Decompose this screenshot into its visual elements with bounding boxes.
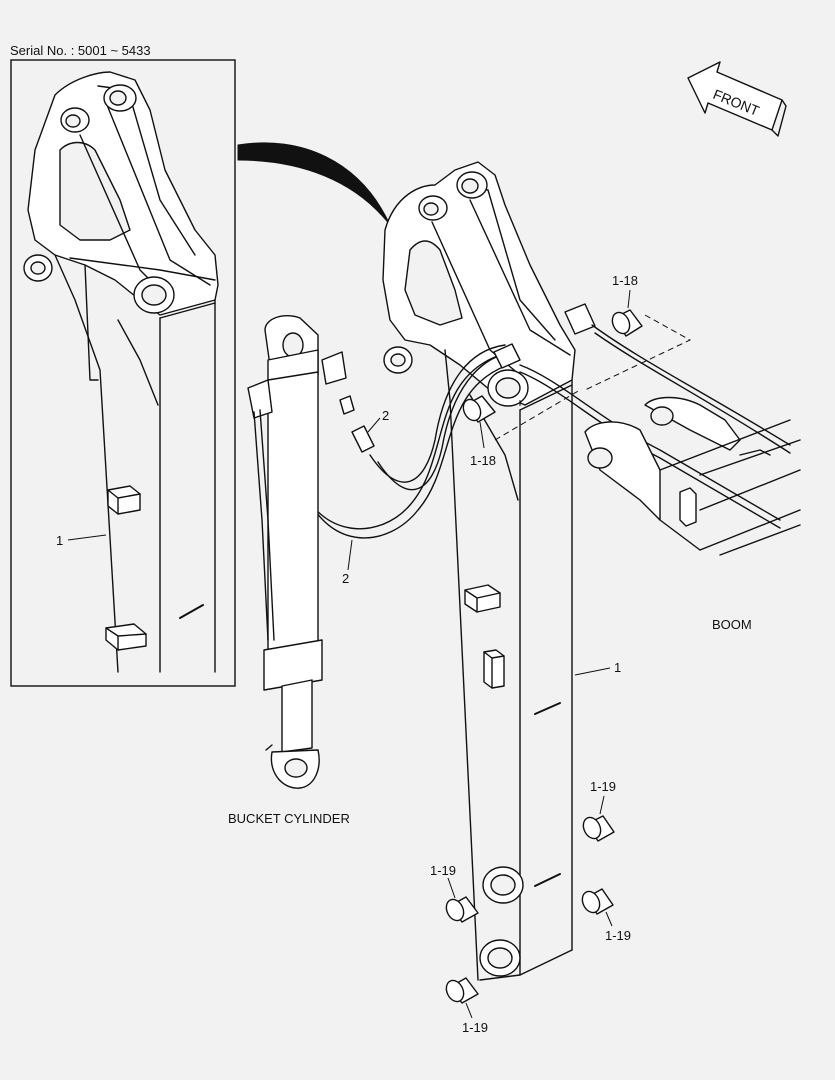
serial-number-text: Serial No. : 5001 ~ 5433 (10, 43, 151, 58)
callout-hose-2-upper: 2 (382, 408, 389, 423)
boom-label: BOOM (712, 617, 752, 632)
front-direction-arrow: FRONT (687, 61, 787, 137)
callout-arm-1: 1 (614, 660, 621, 675)
boom-section: BOOM (584, 396, 801, 632)
callout-1-19-low-right: 1-19 (605, 928, 631, 943)
callout-1-19-mid-left: 1-19 (430, 863, 456, 878)
callout-1-19-mid-right: 1-19 (590, 779, 616, 794)
callout-1-18-left: 1-18 (470, 453, 496, 468)
bushing-top-left: 1-18 (462, 395, 496, 468)
callout-hose-2-lower: 2 (342, 571, 349, 586)
bushing-low-right: 1-19 (581, 888, 631, 943)
detail-arrow (237, 142, 391, 226)
bucket-cylinder: BUCKET CYLINDER (228, 314, 350, 826)
bushing-mid-left: 1-19 (430, 863, 479, 923)
main-arm-assembly: 1 (382, 161, 621, 981)
inset-detail-panel: 1 (10, 59, 236, 687)
callout-1-18-right: 1-18 (612, 273, 638, 288)
bushing-mid-right: 1-19 (582, 779, 616, 842)
callout-inset-1: 1 (56, 533, 63, 548)
bucket-cylinder-label: BUCKET CYLINDER (228, 811, 350, 826)
bushing-top-right: 1-18 (611, 273, 643, 337)
callout-1-19-bottom: 1-19 (462, 1020, 488, 1035)
bushing-bottom: 1-19 (445, 977, 488, 1035)
